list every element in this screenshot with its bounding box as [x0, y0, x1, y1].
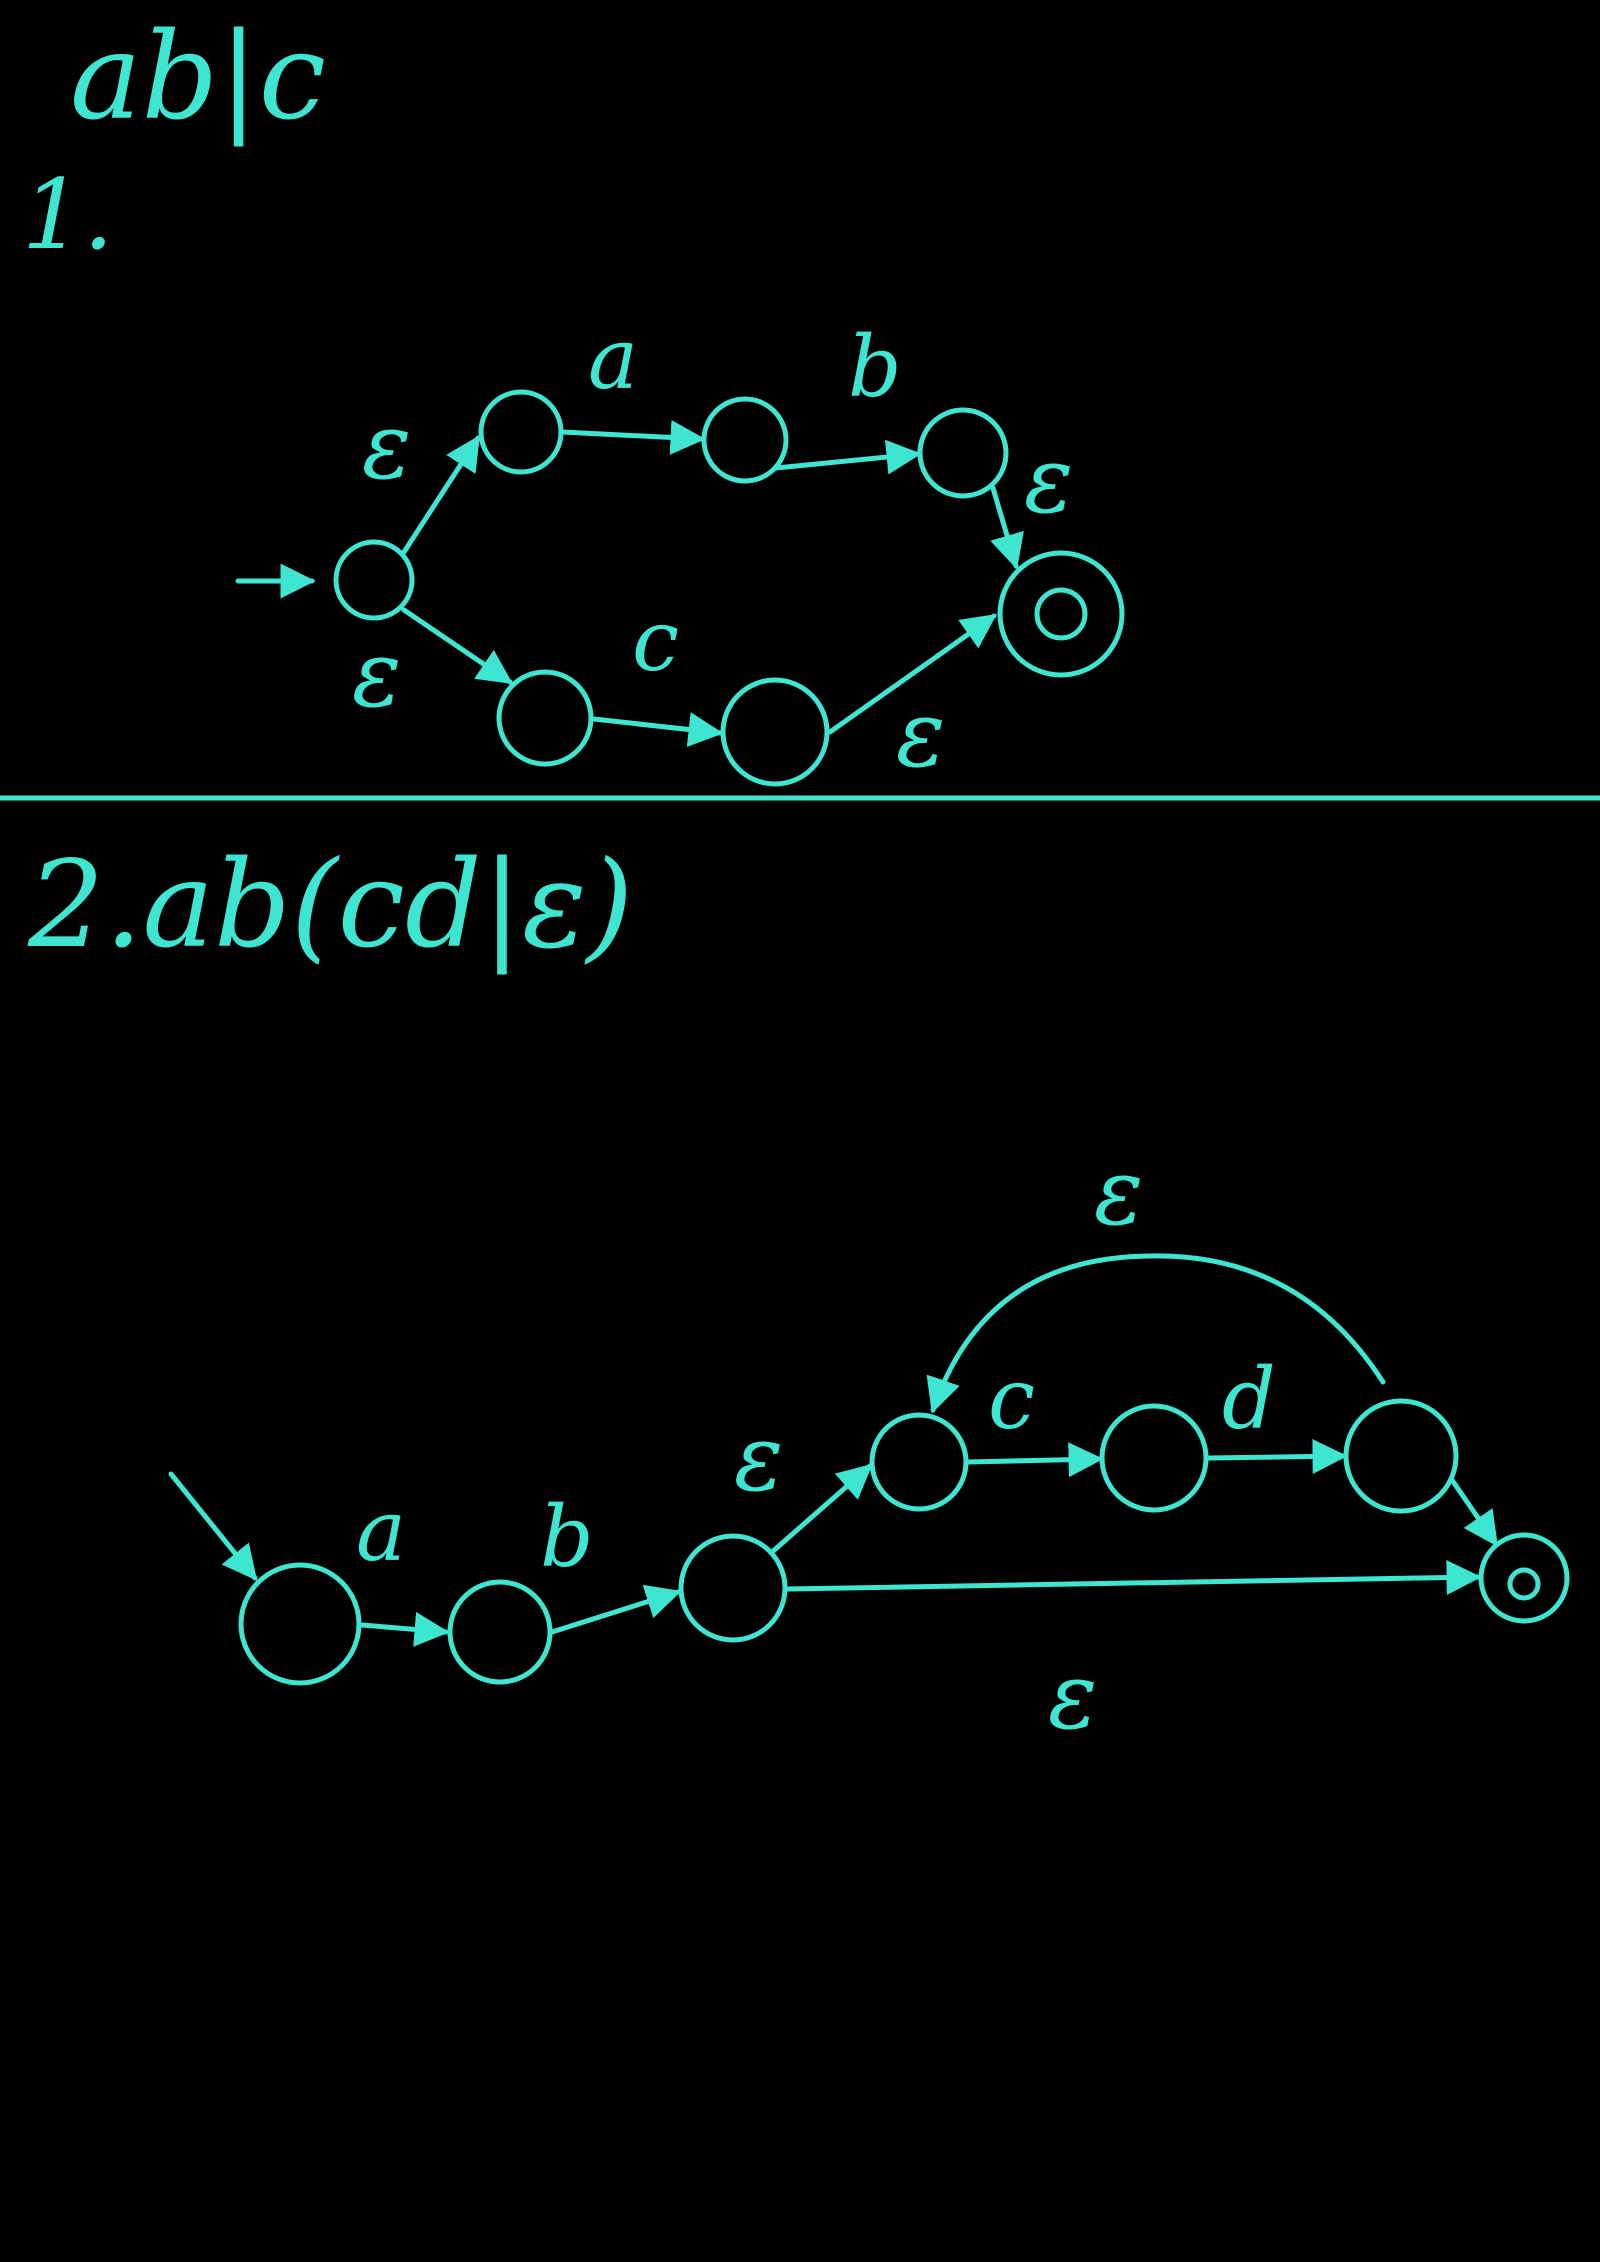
s2-label-b: b: [540, 1488, 594, 1586]
s1-edge-c: [591, 712, 724, 747]
section-1-number: 1.: [22, 159, 114, 271]
s2-edge-eps-bypass: [785, 1560, 1482, 1596]
s2-edge-eps-loop: [926, 1253, 1386, 1414]
s2-start-arrow: [168, 1471, 258, 1581]
s2-accept-state: [1478, 1532, 1570, 1624]
s2-state-q2: [678, 1533, 788, 1643]
s1-state-q5: [720, 677, 830, 787]
s1-label-c: c: [632, 592, 679, 690]
s1-accept-state: [997, 550, 1125, 678]
s2-label-a: a: [356, 1482, 406, 1580]
s2-label-c: c: [988, 1350, 1035, 1448]
s1-accept-state-inner: [1034, 587, 1088, 641]
s1-edge-eps-top-left: [401, 435, 481, 555]
s2-state-q5: [1343, 1398, 1459, 1514]
s1-state-q3: [917, 407, 1009, 499]
s2-label-eps-bypass: ε: [1048, 1643, 1097, 1750]
s2-label-d: d: [1222, 1350, 1276, 1448]
s1-state-q1: [478, 389, 564, 475]
s2-edge-c: [965, 1442, 1104, 1478]
s2-label-eps-branch: ε: [734, 1405, 783, 1512]
section-2-heading: 2.ab(cd|ε): [27, 836, 633, 975]
s1-label-b: b: [848, 318, 902, 416]
s1-edge-a: [559, 419, 706, 455]
section-1: ab|c 1. ε a b ε ε c ε: [22, 8, 1125, 788]
s1-edge-eps-top-right: [990, 485, 1024, 570]
s1-label-eps-top-left: ε: [362, 393, 411, 500]
s2-state-q1: [447, 1579, 553, 1685]
s1-label-eps-top-right: ε: [1024, 427, 1073, 534]
section-2: 2.ab(cd|ε) a b ε c d ε ε: [27, 836, 1570, 1750]
s2-label-eps-loop: ε: [1094, 1139, 1143, 1246]
s2-accept-state-inner: [1507, 1567, 1541, 1601]
s1-edge-eps-bottom-left: [401, 607, 513, 685]
section-1-heading: ab|c: [70, 8, 326, 147]
s1-state-q4: [496, 669, 594, 767]
s2-start-state: [238, 1562, 362, 1686]
s1-label-eps-bottom-left: ε: [352, 621, 401, 728]
s2-state-q3: [869, 1412, 969, 1512]
s2-edge-eps-branch: [769, 1463, 873, 1555]
s2-edge-d: [1205, 1438, 1348, 1474]
s2-edge-a: [359, 1611, 450, 1647]
s2-state-q4: [1099, 1403, 1209, 1513]
s2-edge-b: [549, 1584, 682, 1635]
s1-edge-b: [773, 439, 922, 475]
s2-edge-to-accept: [1449, 1477, 1499, 1547]
s1-edge-eps-bottom-right: [827, 613, 997, 735]
s1-label-eps-bottom-right: ε: [896, 681, 945, 788]
s1-start-state: [333, 539, 415, 621]
s1-label-a: a: [588, 310, 638, 408]
